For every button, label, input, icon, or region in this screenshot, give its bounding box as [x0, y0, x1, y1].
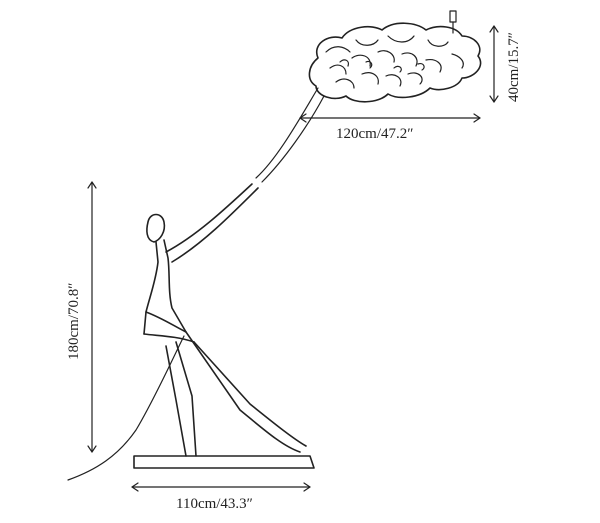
width-dimension: 120cm/47.2″	[299, 113, 481, 142]
base-width-label: 110cm/43.3″	[176, 496, 253, 512]
total-height-dimension: 180cm/70.8″	[66, 181, 97, 453]
width-label: 120cm/47.2″	[336, 126, 414, 142]
lamp-base	[133, 455, 315, 469]
power-cord	[67, 335, 185, 481]
cloud-height-dimension: 40cm/15.7″	[489, 25, 522, 103]
cloud-height-label: 40cm/15.7″	[506, 32, 522, 102]
total-height-label: 180cm/70.8″	[66, 283, 82, 361]
cloud-lampshade	[308, 10, 482, 103]
standing-figure	[143, 183, 307, 457]
kite-strings	[255, 87, 325, 183]
base-width-dimension: 110cm/43.3″	[131, 482, 311, 512]
